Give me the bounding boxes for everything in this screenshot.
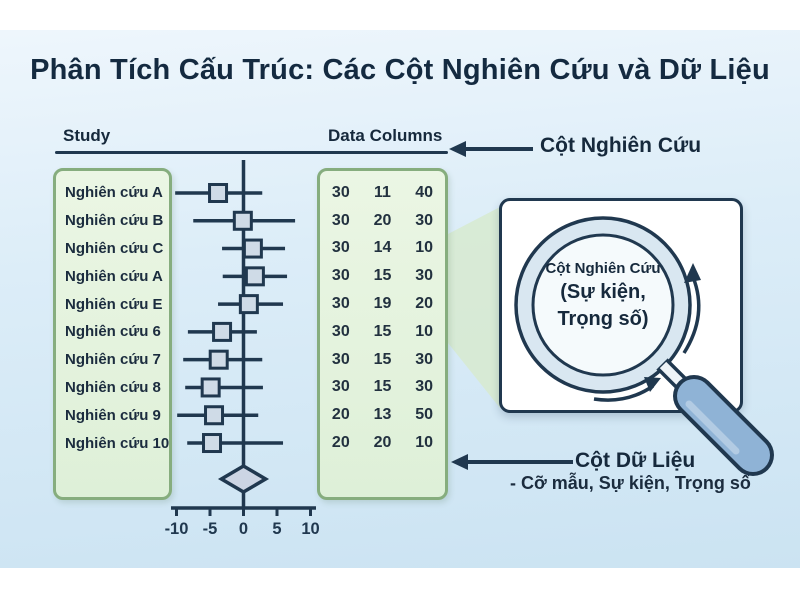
- data-cell: 30: [331, 239, 350, 257]
- data-cell: 40: [415, 183, 434, 201]
- data-cell: 13: [373, 406, 392, 424]
- data-cell: 20: [331, 434, 350, 452]
- data-cell: 15: [373, 350, 392, 368]
- data-cell: 30: [415, 378, 434, 396]
- data-cell: 30: [331, 378, 350, 396]
- data-cell: 10: [415, 322, 434, 340]
- study-row: Nghiên cứu A: [65, 267, 163, 285]
- data-row: 30 11 40: [320, 179, 445, 207]
- research-columns-callout-label: Cột Nghiên Cứu: [540, 134, 702, 157]
- study-row: Nghiên cứu 6: [65, 323, 161, 341]
- data-row: 30 19 20: [320, 290, 445, 318]
- data-cell: 30: [331, 211, 350, 229]
- data-columns-box: 30 11 40 30 20 30 30 14 10 30 15 30 30 19 20 30 15 10 30 15…: [317, 168, 448, 500]
- lens-label-line3: Trọng số): [557, 308, 649, 330]
- study-row: Nghiên cứu A: [65, 184, 163, 202]
- data-row: 30 15 30: [320, 262, 445, 290]
- data-cell: 11: [374, 183, 391, 201]
- study-row: Nghiên cứu 8: [65, 378, 161, 396]
- lens-label-line2: (Sự kiện,: [560, 281, 646, 303]
- data-row: 30 20 30: [320, 207, 445, 235]
- data-cell: 10: [415, 239, 434, 257]
- data-row: 30 15 30: [320, 374, 445, 402]
- data-cell: 15: [373, 322, 392, 340]
- data-row: 30 15 30: [320, 346, 445, 374]
- data-columns-header: Data Columns: [328, 126, 443, 145]
- study-row: Nghiên cứu E: [65, 295, 163, 313]
- data-cell: 20: [331, 406, 350, 424]
- data-cell: 10: [415, 434, 434, 452]
- study-row: Nghiên cứu 10: [65, 434, 170, 452]
- data-cell: 30: [331, 267, 350, 285]
- data-cell: 14: [373, 239, 392, 257]
- study-row: Nghiên cứu C: [65, 239, 164, 257]
- data-cell: 20: [415, 295, 434, 313]
- data-row: 30 14 10: [320, 235, 445, 263]
- data-cell: 30: [331, 350, 350, 368]
- page-title: Phân Tích Cấu Trúc: Các Cột Nghiên Cứu v…: [30, 54, 770, 86]
- data-cell: 19: [373, 295, 392, 313]
- data-cell: 30: [415, 350, 434, 368]
- study-list-box: Nghiên cứu A Nghiên cứu B Nghiên cứu C Nghi…: [53, 168, 172, 500]
- data-row: 20 20 10: [320, 429, 445, 457]
- study-column-header: Study: [63, 126, 111, 145]
- data-cell: 30: [415, 267, 434, 285]
- data-columns-callout-sublabel: - Cỡ mẫu, Sự kiện, Trọng số: [510, 473, 751, 493]
- lens-label-line1: Cột Nghiên Cứu: [545, 260, 661, 277]
- data-cell: 50: [415, 406, 434, 424]
- data-cell: 30: [331, 295, 350, 313]
- data-cell: 15: [373, 378, 392, 396]
- lens-label: Cột Nghiên Cứu (Sự kiện, Trọng số): [523, 259, 683, 333]
- data-columns-callout-label: Cột Dữ Liệu: [575, 449, 696, 472]
- data-cell: 20: [373, 211, 392, 229]
- header-underline: [55, 151, 448, 154]
- data-cell: 20: [373, 434, 392, 452]
- study-row: Nghiên cứu 7: [65, 351, 161, 369]
- data-cell: 30: [331, 183, 350, 201]
- study-row: Nghiên cứu 9: [65, 406, 161, 424]
- data-cell: 15: [373, 267, 392, 285]
- data-cell: 30: [331, 322, 350, 340]
- data-row: 30 15 10: [320, 318, 445, 346]
- data-row: 20 13 50: [320, 401, 445, 429]
- data-cell: 30: [415, 211, 434, 229]
- study-row: Nghiên cứu B: [65, 212, 164, 230]
